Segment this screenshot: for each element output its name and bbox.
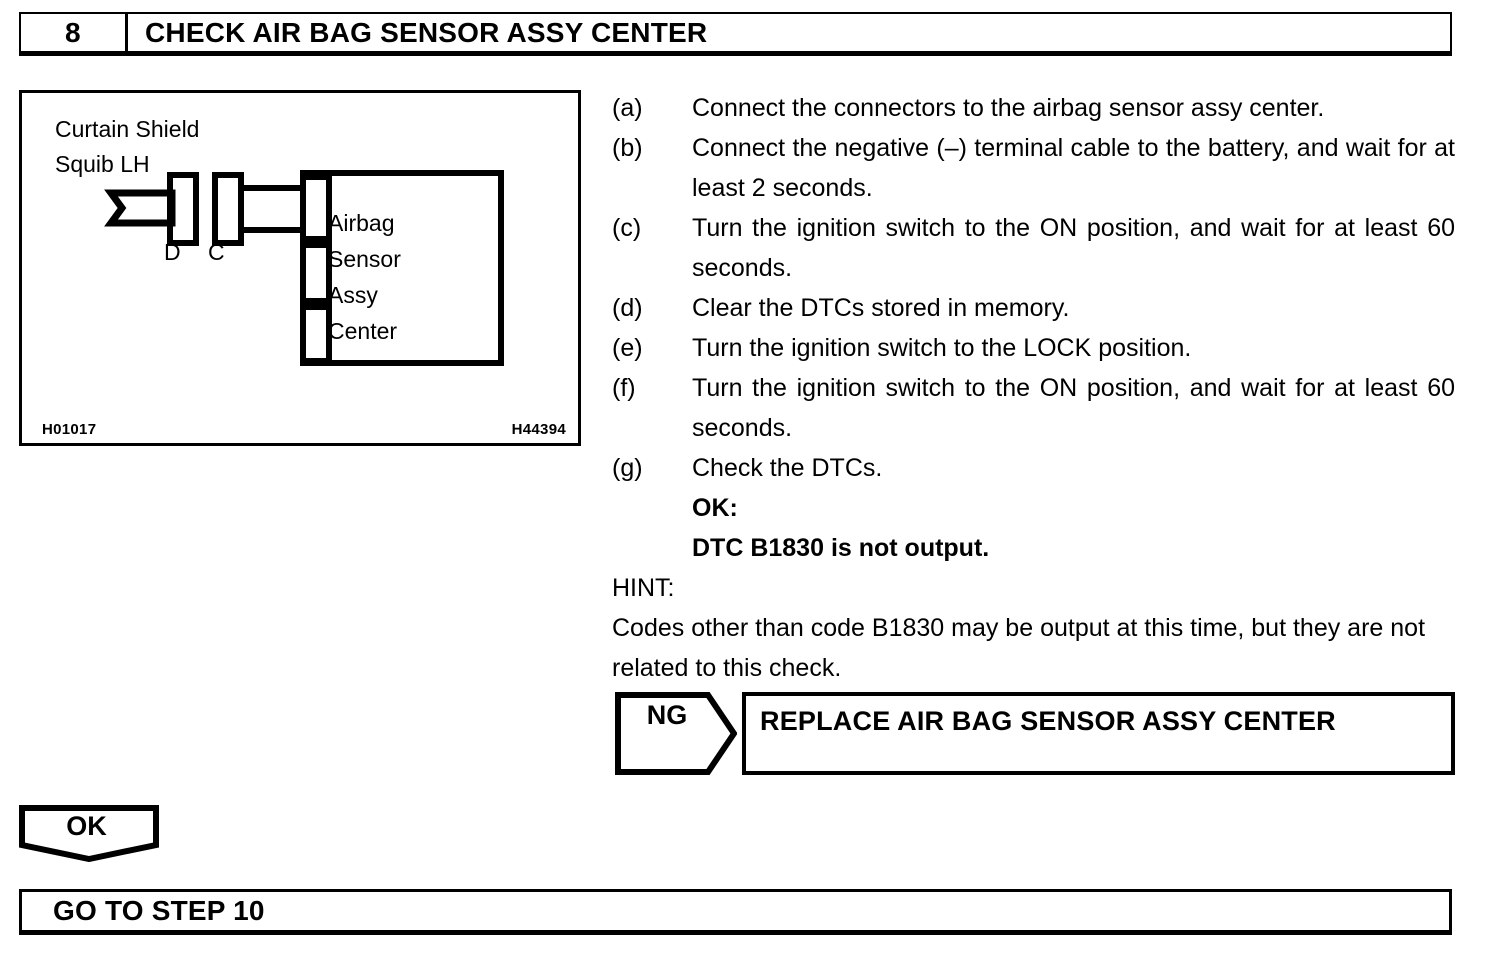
ok-result-row: OK: [19, 805, 159, 862]
procedure-text-c: Turn the ignition switch to the ON posit…: [692, 214, 1455, 282]
procedure-item-c: (c) Turn the ignition switch to the ON p…: [612, 208, 1455, 288]
ng-action-label: REPLACE AIR BAG SENSOR ASSY CENTER: [760, 706, 1336, 736]
figure-panel: Curtain Shield Squib LH D C Airbag Senso…: [19, 90, 581, 446]
procedure-item-g: (g) Check the DTCs.: [612, 448, 1455, 488]
sensor-terminal-3: [300, 304, 332, 364]
wiring-diagram: [104, 170, 504, 366]
procedure-text-b: Connect the negative (–) terminal cable …: [692, 134, 1455, 202]
figure-caption: Curtain Shield Squib LH: [55, 112, 199, 182]
connector-d-body: [167, 172, 199, 246]
goto-step-label: GO TO STEP 10: [53, 895, 265, 926]
procedure-item-a: (a) Connect the connectors to the airbag…: [612, 88, 1455, 128]
procedure-text-d: Clear the DTCs stored in memory.: [692, 294, 1070, 322]
ng-action-box: REPLACE AIR BAG SENSOR ASSY CENTER: [742, 692, 1455, 775]
sensor-label-line3: Assy: [328, 282, 378, 308]
hint-text: Codes other than code B1830 may be outpu…: [612, 614, 1426, 682]
procedure-text-e: Turn the ignition switch to the LOCK pos…: [692, 334, 1192, 362]
ok-criterion-block: OK: DTC B1830 is not output.: [692, 488, 1455, 568]
sensor-assy-label: Airbag Sensor Assy Center: [328, 205, 401, 349]
step-number: 8: [64, 16, 82, 48]
wire-lead-arrow-icon: [104, 189, 176, 227]
procedure-item-f: (f) Turn the ignition switch to the ON p…: [612, 368, 1455, 448]
ng-label: NG: [646, 700, 688, 730]
connector-c-body: [212, 172, 244, 246]
ok-criterion: DTC B1830 is not output.: [692, 534, 990, 562]
figure-caption-line2: Squib LH: [55, 151, 150, 177]
procedure-item-d: (d) Clear the DTCs stored in memory.: [612, 288, 1455, 328]
ng-arrow-shape: [615, 692, 737, 775]
procedure-marker-f: (f): [612, 374, 636, 402]
procedure-marker-g: (g): [612, 454, 643, 482]
step-title-cell: CHECK AIR BAG SENSOR ASSY CENTER: [128, 14, 1450, 51]
procedure-item-b: (b) Connect the negative (–) terminal ca…: [612, 128, 1455, 208]
sensor-terminal-1: [300, 174, 332, 242]
ok-arrow-shape: [19, 805, 159, 862]
procedure-text-a: Connect the connectors to the airbag sen…: [692, 94, 1325, 122]
step-header: 8 CHECK AIR BAG SENSOR ASSY CENTER: [19, 12, 1452, 56]
procedure-marker-a: (a): [612, 94, 643, 122]
ok-heading: OK:: [692, 494, 738, 522]
sensor-terminal-2: [300, 242, 332, 304]
figure-code-left: H01017: [42, 421, 97, 438]
goto-step-bar: GO TO STEP 10: [19, 889, 1452, 935]
procedure-marker-d: (d): [612, 294, 643, 322]
connector-d-label: D: [164, 239, 181, 265]
procedure-text-f: Turn the ignition switch to the ON posit…: [692, 374, 1455, 442]
figure-code-right: H44394: [511, 421, 566, 438]
sensor-label-line4: Center: [328, 318, 398, 344]
ok-label: OK: [66, 811, 107, 841]
harness-link: [238, 185, 306, 233]
sensor-label-line1: Airbag: [328, 210, 395, 236]
procedure-list: (a) Connect the connectors to the airbag…: [612, 88, 1455, 688]
procedure-item-e: (e) Turn the ignition switch to the LOCK…: [612, 328, 1455, 368]
sensor-label-line2: Sensor: [328, 246, 401, 272]
procedure-marker-b: (b): [612, 134, 643, 162]
procedure-marker-e: (e): [612, 334, 643, 362]
step-number-cell: 8: [21, 14, 128, 51]
hint-block: HINT: Codes other than code B1830 may be…: [612, 568, 1455, 688]
procedure-marker-c: (c): [612, 214, 642, 242]
figure-caption-line1: Curtain Shield: [55, 116, 200, 142]
step-title: CHECK AIR BAG SENSOR ASSY CENTER: [145, 16, 708, 48]
procedure-text-g: Check the DTCs.: [692, 454, 883, 482]
ng-result-row: NG REPLACE AIR BAG SENSOR ASSY CENTER: [615, 692, 1455, 775]
hint-heading: HINT:: [612, 574, 675, 602]
connector-c-label: C: [208, 239, 225, 265]
